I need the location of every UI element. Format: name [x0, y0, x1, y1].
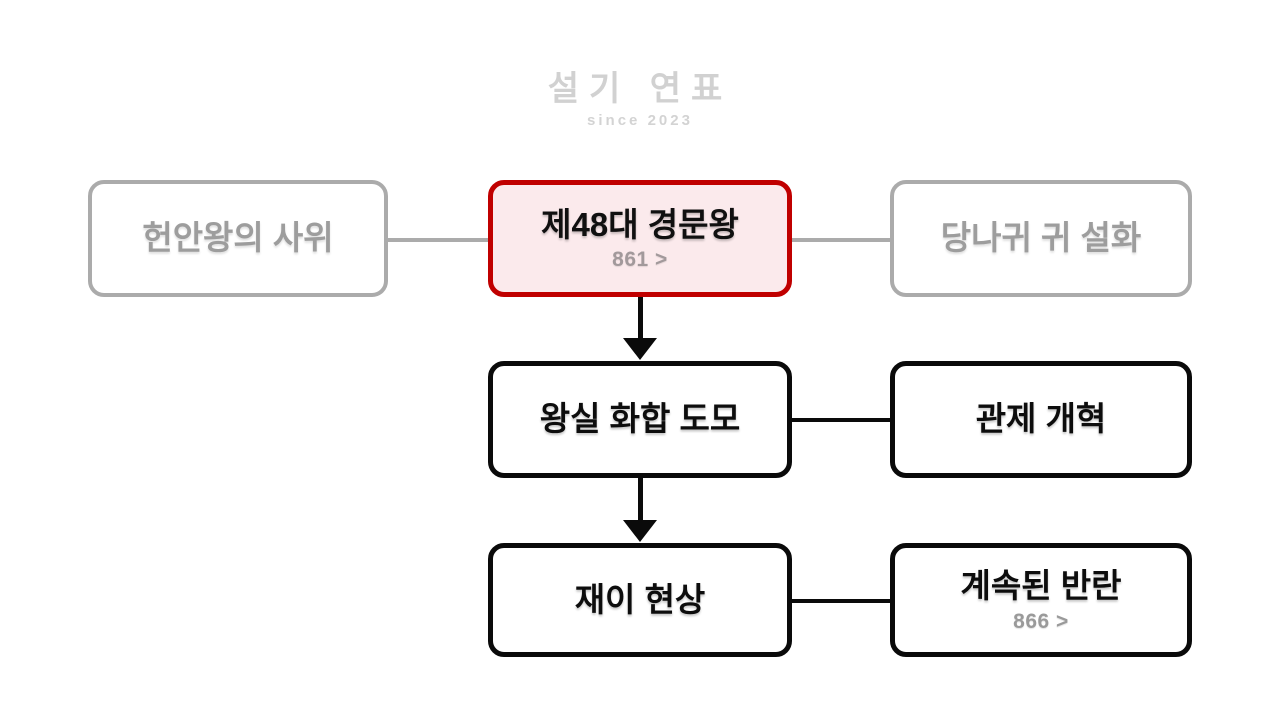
node-title: 관제 개혁	[975, 400, 1107, 438]
node-subtitle[interactable]: 861 >	[612, 248, 668, 272]
connector-harmony-to-reform	[786, 418, 896, 422]
node-office-system-reform[interactable]: 관제 개혁	[890, 361, 1192, 478]
node-title: 재이 현상	[574, 580, 706, 618]
connector-left-to-center	[386, 238, 496, 242]
watermark-title: 설기 연표	[547, 70, 733, 108]
connector-center-to-right	[786, 238, 896, 242]
watermark: 설기 연표 since 2023	[0, 70, 1280, 129]
node-title: 제48대 경문왕	[541, 205, 739, 243]
node-donkey-ear-tale[interactable]: 당나귀 귀 설화	[890, 180, 1192, 297]
node-title: 헌안왕의 사위	[142, 219, 334, 257]
watermark-subtitle: since 2023	[587, 111, 693, 129]
node-heonanwang-son-in-law[interactable]: 헌안왕의 사위	[88, 180, 388, 297]
node-title: 계속된 반란	[960, 567, 1122, 605]
connector-calamity-to-rebellion	[786, 599, 896, 603]
node-continued-rebellions[interactable]: 계속된 반란 866 >	[890, 543, 1192, 657]
node-title: 왕실 화합 도모	[539, 400, 741, 438]
node-title: 당나귀 귀 설화	[940, 219, 1142, 257]
arrow-king-to-harmony	[623, 292, 657, 362]
node-subtitle[interactable]: 866 >	[1013, 609, 1069, 633]
arrow-harmony-to-calamity	[623, 474, 657, 544]
node-royal-harmony[interactable]: 왕실 화합 도모	[488, 361, 792, 478]
node-king-gyeongmun[interactable]: 제48대 경문왕 861 >	[488, 180, 792, 297]
node-calamity-phenomena[interactable]: 재이 현상	[488, 543, 792, 657]
